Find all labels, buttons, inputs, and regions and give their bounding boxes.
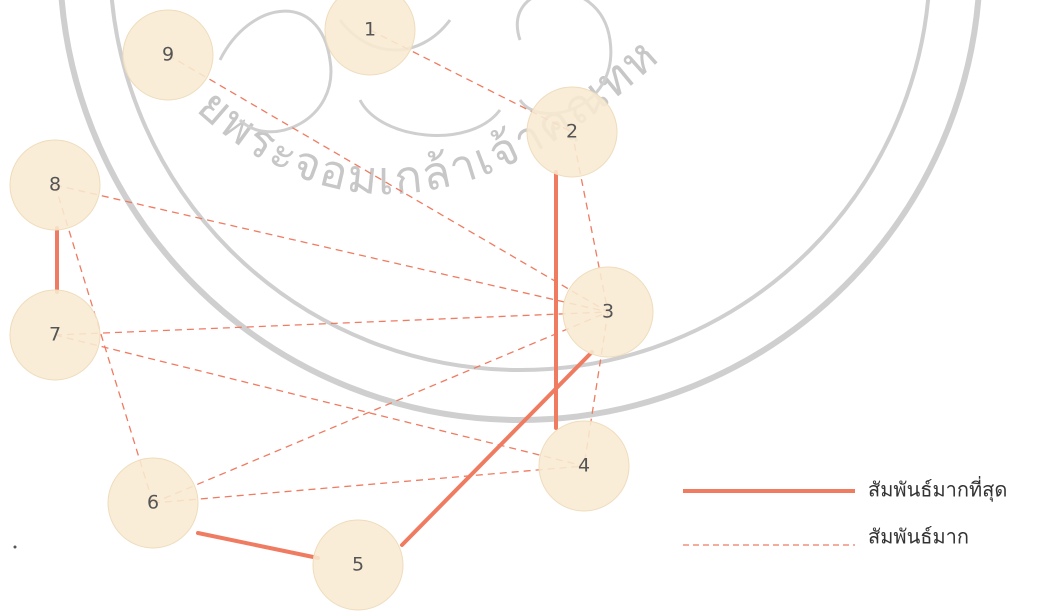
node-1: 1 [325,0,415,75]
node-6: 6 [108,458,198,548]
node-label-7: 7 [49,324,61,346]
edge-strong-6-4 [153,466,584,503]
node-5: 5 [313,520,403,610]
node-2: 2 [527,87,617,177]
node-4: 4 [539,421,629,511]
edge-strongest-5-6 [198,533,318,558]
edge-strong-8-3 [55,185,608,312]
legend: สัมพันธ์มากที่สุด สัมพันธ์มาก [683,476,1007,549]
node-label-3: 3 [602,301,614,323]
node-label-9: 9 [162,44,174,66]
node-label-2: 2 [566,121,578,143]
node-3: 3 [563,267,653,357]
edge-strong-7-3 [55,312,608,335]
node-label-1: 1 [364,19,376,41]
strong-edges [55,30,608,503]
node-label-8: 8 [49,174,61,196]
node-8: 8 [10,140,100,230]
edge-strong-7-4 [55,335,584,466]
node-label-6: 6 [147,492,159,514]
node-label-4: 4 [578,455,590,477]
node-label-5: 5 [352,554,364,576]
legend-strongest-label: สัมพันธ์มากที่สุด [868,476,1007,503]
edge-strong-9-3 [168,55,608,312]
stray-dot [14,546,17,549]
node-7: 7 [10,290,100,380]
node-9: 9 [123,10,213,100]
legend-strong-label: สัมพันธ์มาก [868,525,969,549]
